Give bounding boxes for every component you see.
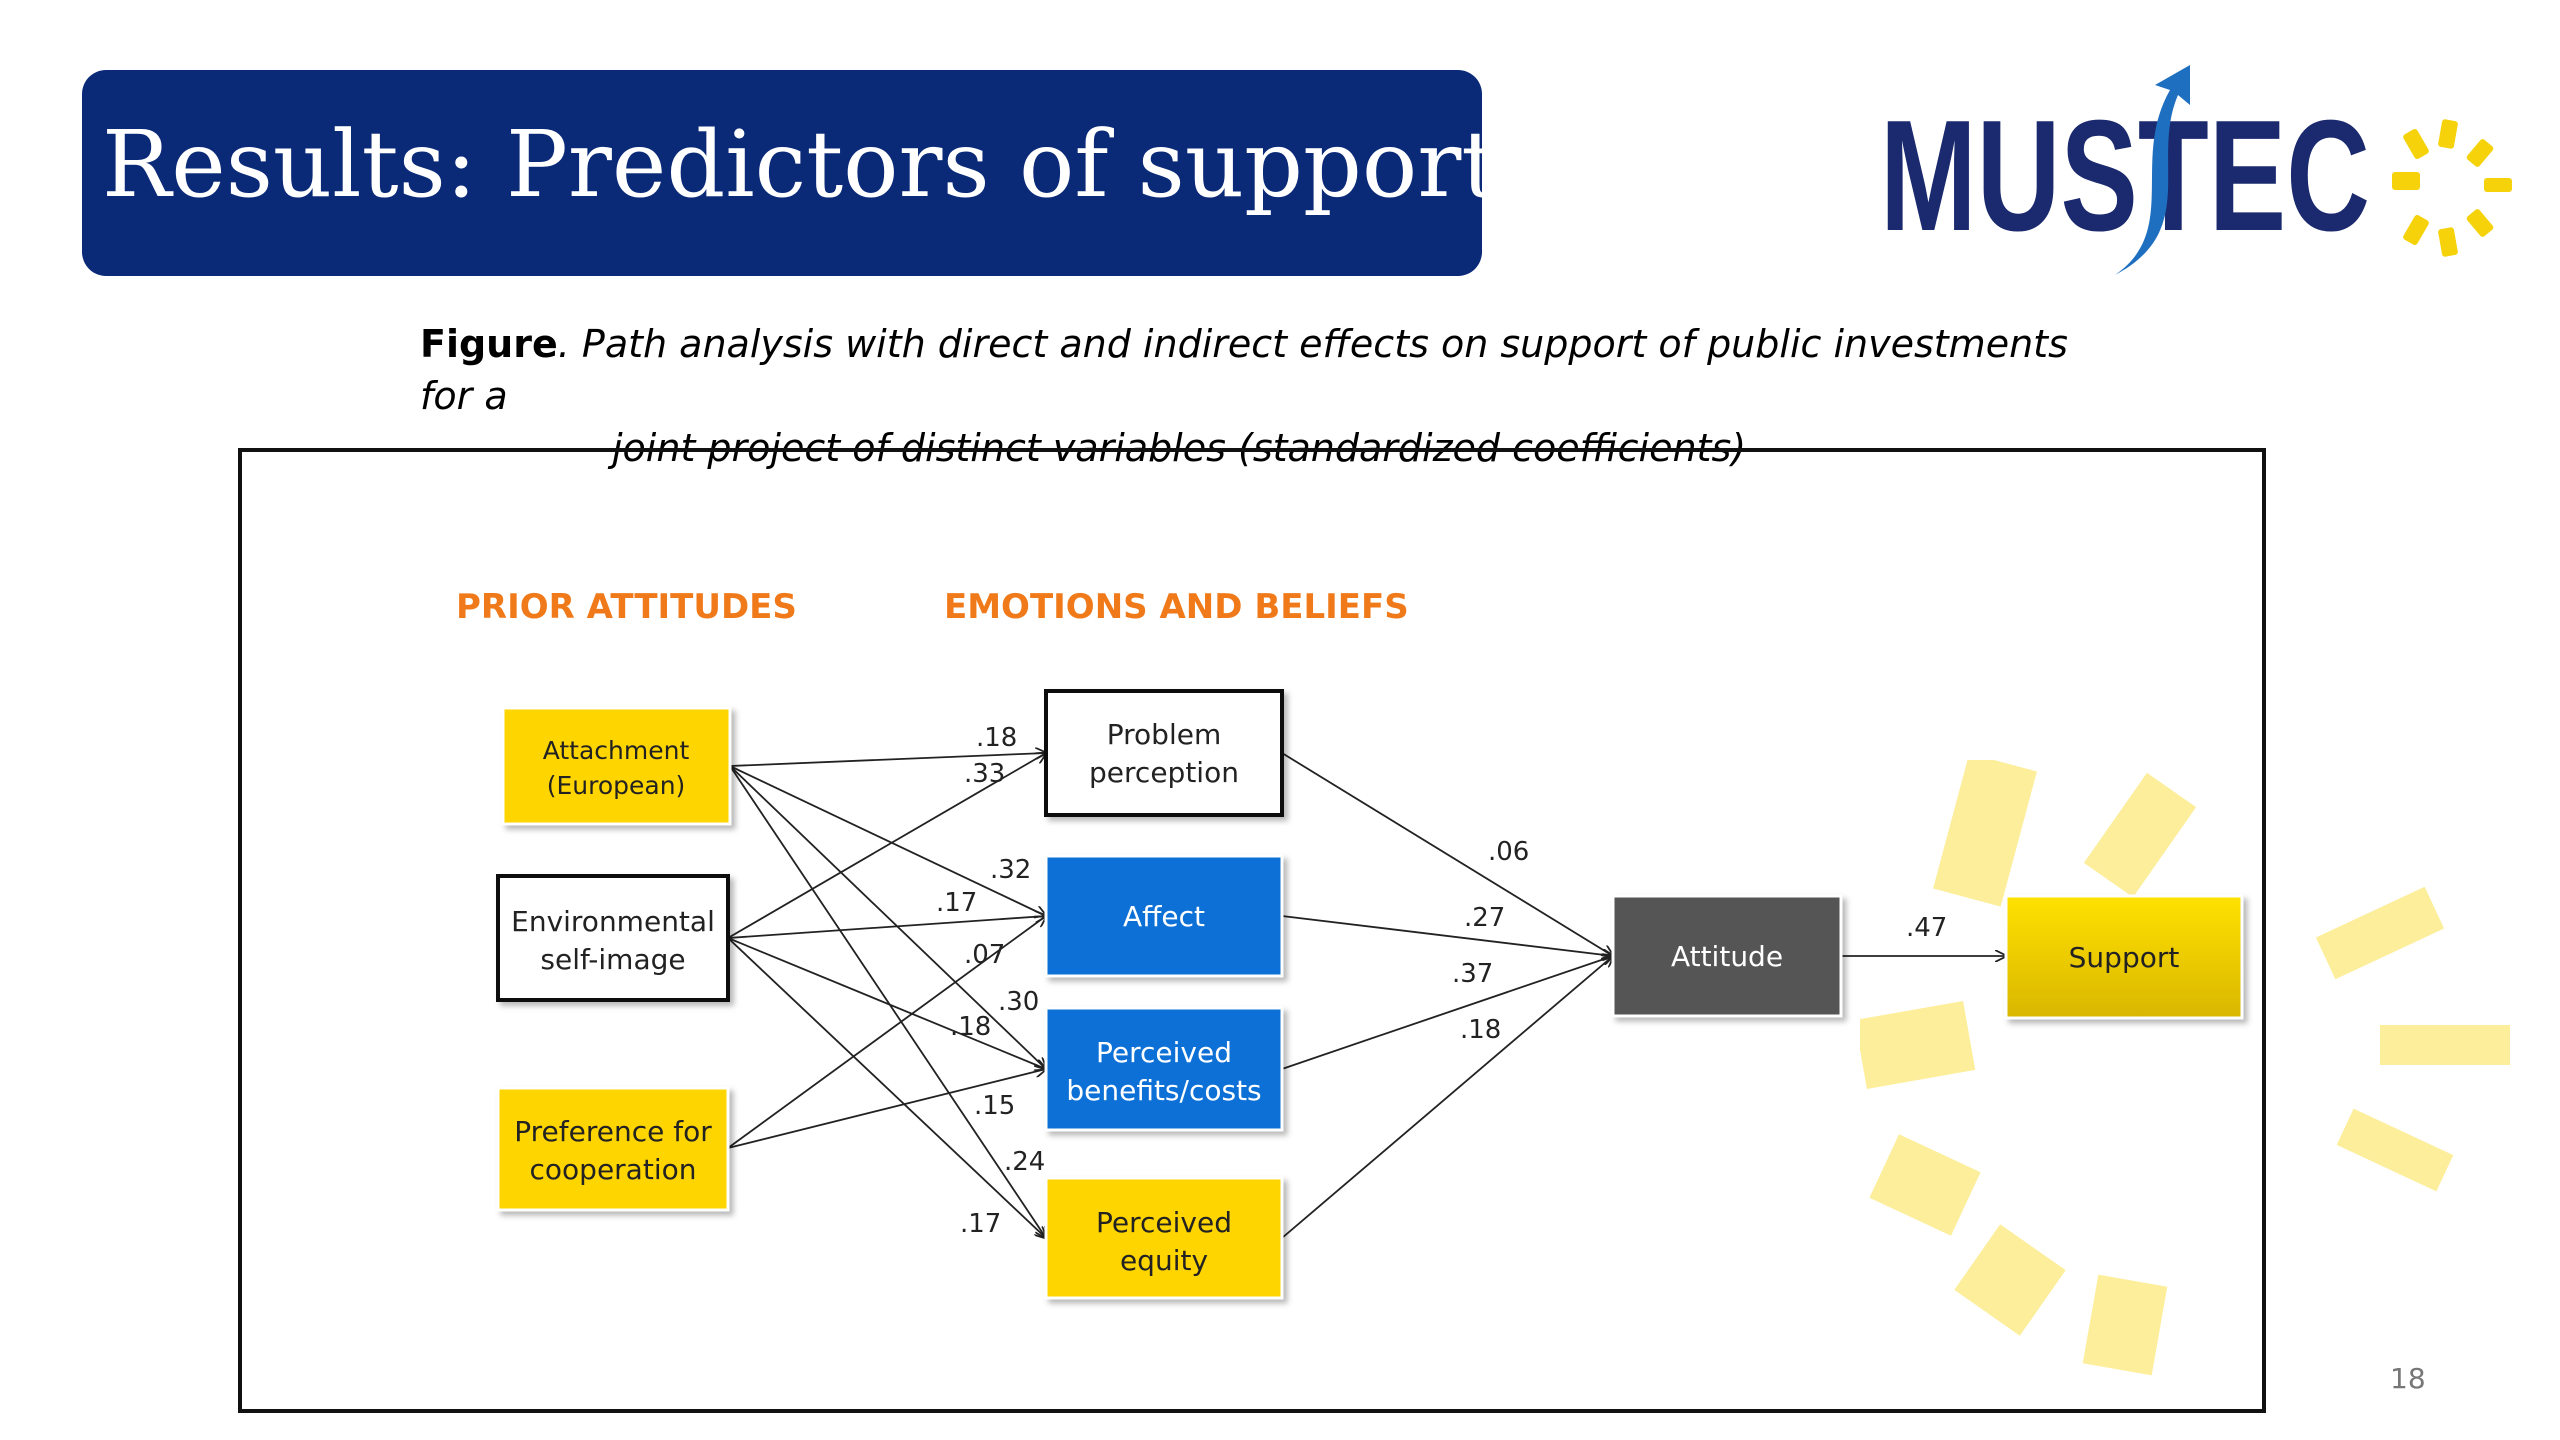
node-problem: Problem perception — [1044, 689, 1284, 817]
node-environmental-line1: Environmental — [511, 905, 715, 938]
caption-line1: . Path analysis with direct and indirect… — [420, 322, 2068, 418]
node-attitude: Attitude — [1611, 894, 1843, 1018]
coef-benefits-attitude: .37 — [1452, 959, 1493, 989]
node-preference-line1: Preference for — [514, 1115, 712, 1148]
path-environmental-problem — [727, 753, 1046, 939]
coef-environmental-affect: .17 — [936, 888, 977, 918]
path-attachment-benefits — [729, 765, 1046, 1069]
node-support-line1: Support — [2069, 941, 2180, 974]
node-attachment-line2: (European) — [547, 771, 686, 800]
node-environmental: Environmental self-image — [496, 874, 730, 1002]
path-affect-attitude — [1281, 915, 1613, 956]
node-attachment: Attachment (European) — [501, 706, 732, 826]
path-environmental-benefits — [727, 937, 1046, 1069]
slide-title: Results: Predictors of support — [102, 111, 1499, 218]
coef-equity-attitude: .18 — [1460, 1015, 1501, 1045]
node-benefits-line1: Perceived — [1096, 1036, 1232, 1069]
node-environmental-line2: self-image — [540, 943, 685, 976]
header-emotions-beliefs: EMOTIONS AND BELIEFS — [944, 587, 1409, 627]
coef-attachment-equity: .24 — [1004, 1147, 1045, 1177]
coef-environmental-problem: .33 — [964, 759, 1005, 789]
path-problem-attitude — [1281, 752, 1613, 956]
page-number: 18 — [2390, 1362, 2426, 1395]
node-equity-line2: equity — [1120, 1244, 1208, 1277]
coef-problem-attitude: .06 — [1488, 837, 1529, 867]
node-preference-line2: cooperation — [530, 1153, 697, 1186]
node-benefits-line2: benefits/costs — [1066, 1074, 1261, 1107]
coef-environmental-equity: .15 — [974, 1091, 1015, 1121]
path-attachment-equity — [729, 765, 1046, 1238]
header-prior-attitudes: PRIOR ATTITUDES — [456, 587, 797, 627]
coef-preference-affect: .07 — [964, 940, 1005, 970]
coef-attitude-support: .47 — [1906, 913, 1947, 943]
path-attachment-problem — [729, 753, 1046, 767]
coef-affect-attitude: .27 — [1464, 903, 1505, 933]
path-preference-benefits — [727, 1069, 1046, 1149]
logo-arrow-icon — [2115, 65, 2190, 275]
path-environmental-equity — [727, 937, 1046, 1238]
decorative-sun-icon — [1860, 760, 2510, 1376]
coef-attachment-benefits: .30 — [998, 987, 1039, 1017]
path-preference-affect — [727, 916, 1046, 1149]
node-preference: Preference for cooperation — [496, 1086, 730, 1212]
node-benefits: Perceived benefits/costs — [1044, 1006, 1284, 1132]
title-banner: Results: Predictors of support — [82, 70, 1498, 276]
diagram-frame — [238, 448, 2266, 1413]
coef-attachment-affect: .32 — [990, 855, 1031, 885]
node-problem-line2: perception — [1089, 756, 1239, 789]
node-attitude-line1: Attitude — [1671, 940, 1783, 973]
node-support: Support — [2004, 894, 2244, 1020]
path-attachment-affect — [729, 765, 1046, 916]
node-affect: Affect — [1044, 854, 1284, 978]
logo-text: MUSTEC — [1880, 88, 2370, 264]
node-equity: Perceived equity — [1044, 1176, 1284, 1300]
coef-environmental-benefits: .18 — [950, 1012, 991, 1042]
path-equity-attitude — [1281, 956, 1613, 1239]
path-benefits-attitude — [1281, 956, 1613, 1070]
path-diagram: PRIOR ATTITUDES EMOTIONS AND BELIEFS .18… — [456, 587, 2244, 1300]
coef-preference-benefits: .17 — [960, 1209, 1001, 1239]
node-problem-line1: Problem — [1107, 718, 1221, 751]
node-equity-line1: Perceived — [1096, 1206, 1232, 1239]
coef-attachment-problem: .18 — [976, 723, 1017, 753]
logo-sun-icon — [2392, 119, 2512, 257]
node-attachment-line1: Attachment — [543, 736, 690, 765]
mustec-logo: MUSTEC — [1880, 65, 2512, 275]
node-affect-line1: Affect — [1123, 900, 1205, 933]
caption-label: Figure — [420, 322, 558, 366]
path-environmental-affect — [727, 916, 1046, 939]
